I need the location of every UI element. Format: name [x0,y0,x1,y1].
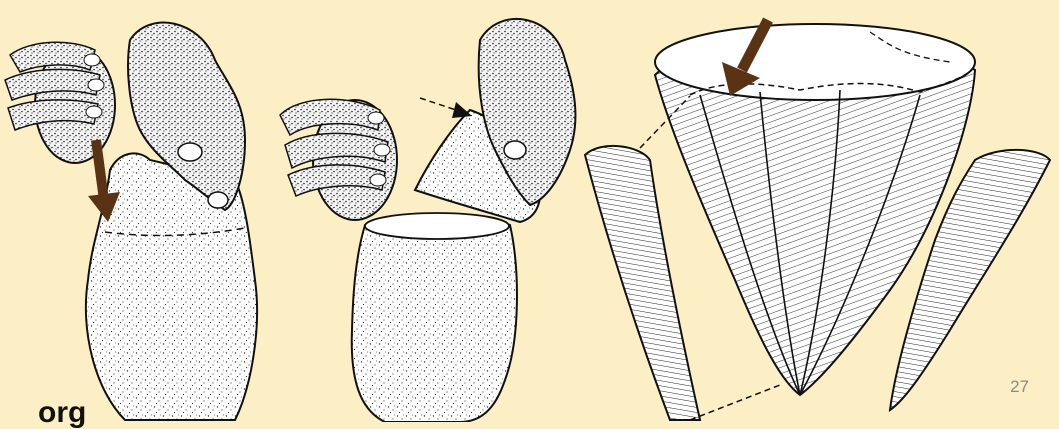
dashed-arrow-2 [420,98,472,118]
removed-blade-left [585,146,700,420]
panel-3-blade-core [585,20,1050,420]
core-body-2 [352,216,517,422]
connector-dashed-bottom [690,385,780,420]
core-top-platform [655,24,975,100]
slide-number: 27 [1010,377,1029,397]
panel-1-core-strike [5,23,257,420]
core-platform-2 [365,213,509,239]
hammerstone-hand-2 [280,99,397,220]
panel-2-platform-core [280,19,575,422]
corner-text: org [38,398,86,428]
